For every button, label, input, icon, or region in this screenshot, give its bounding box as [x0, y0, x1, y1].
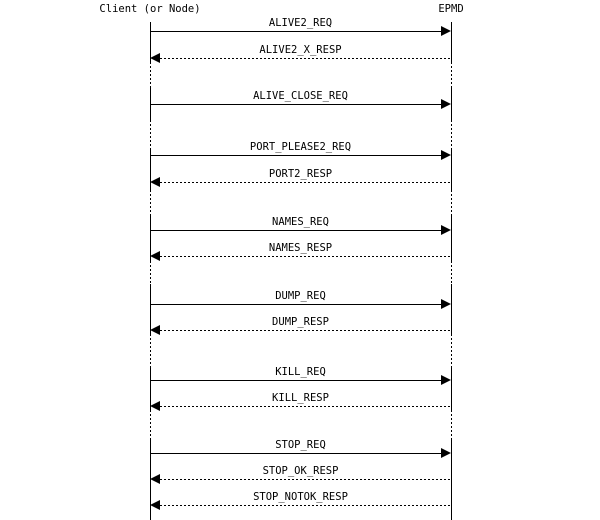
message-line-solid [150, 380, 442, 381]
message-label: DUMP_RESP [272, 316, 329, 328]
lifeline-segment-solid [150, 150, 151, 190]
message-line-solid [150, 304, 442, 305]
arrowhead-left-icon [150, 325, 160, 335]
message-label: NAMES_REQ [272, 216, 329, 228]
message-label: NAMES_RESP [268, 242, 333, 254]
lifeline-segment-dotted [150, 62, 151, 88]
arrowhead-right-icon [441, 99, 451, 109]
message-label: STOP_NOTOK_RESP [253, 491, 348, 503]
arrowhead-right-icon [441, 448, 451, 458]
message-label: DUMP_REQ [275, 290, 326, 302]
arrowhead-right-icon [441, 299, 451, 309]
lifeline-segment-solid [150, 22, 151, 62]
message-line-solid [150, 453, 442, 454]
message-label: ALIVE2_X_RESP [259, 44, 342, 56]
arrowhead-left-icon [150, 177, 160, 187]
message-line-solid [150, 155, 442, 156]
message-line-solid [150, 104, 442, 105]
message-label: ALIVE2_REQ [268, 17, 333, 29]
message-line-solid [150, 230, 442, 231]
lifeline-segment-solid [451, 439, 452, 520]
message-line-solid [150, 31, 442, 32]
message-label: STOP_REQ [275, 439, 326, 451]
lifeline-segment-solid [451, 22, 452, 62]
arrowhead-right-icon [441, 225, 451, 235]
message-label: KILL_RESP [272, 392, 329, 404]
arrowhead-left-icon [150, 53, 160, 63]
message-line-dotted [160, 58, 450, 59]
lifeline-segment-solid [451, 150, 452, 190]
lifeline-segment-dotted [451, 261, 452, 284]
message-line-dotted [160, 330, 450, 331]
message-label: PORT_PLEASE2_REQ [249, 141, 352, 153]
lifeline-segment-dotted [150, 261, 151, 284]
message-line-dotted [160, 182, 450, 183]
actor-client-label: Client (or Node) [99, 3, 201, 15]
actor-epmd-label: EPMD [438, 3, 464, 15]
arrowhead-left-icon [150, 401, 160, 411]
lifeline-segment-dotted [451, 410, 452, 439]
lifeline-segment-solid [150, 284, 151, 334]
arrowhead-right-icon [441, 150, 451, 160]
message-label: ALIVE_CLOSE_REQ [253, 90, 348, 102]
lifeline-segment-dotted [451, 120, 452, 150]
arrowhead-right-icon [441, 26, 451, 36]
message-label: STOP_OK_RESP [262, 465, 339, 477]
arrowhead-left-icon [150, 251, 160, 261]
lifeline-epmd [451, 0, 452, 520]
message-line-dotted [160, 256, 450, 257]
lifeline-segment-solid [451, 216, 452, 261]
message-label: PORT2_RESP [268, 168, 333, 180]
lifeline-segment-dotted [150, 334, 151, 366]
lifeline-segment-solid [451, 366, 452, 410]
lifeline-segment-dotted [150, 190, 151, 216]
lifeline-segment-dotted [150, 410, 151, 439]
lifeline-segment-dotted [451, 62, 452, 88]
lifeline-segment-dotted [451, 190, 452, 216]
message-line-dotted [160, 406, 450, 407]
lifeline-segment-solid [150, 366, 151, 410]
lifeline-segment-solid [451, 284, 452, 334]
arrowhead-left-icon [150, 500, 160, 510]
message-line-dotted [160, 505, 450, 506]
message-label: KILL_REQ [275, 366, 326, 378]
message-line-dotted [160, 479, 450, 480]
lifeline-segment-solid [451, 88, 452, 120]
lifeline-segment-dotted [451, 334, 452, 366]
arrowhead-left-icon [150, 474, 160, 484]
lifeline-segment-dotted [150, 120, 151, 150]
arrowhead-right-icon [441, 375, 451, 385]
lifeline-segment-solid [150, 216, 151, 261]
